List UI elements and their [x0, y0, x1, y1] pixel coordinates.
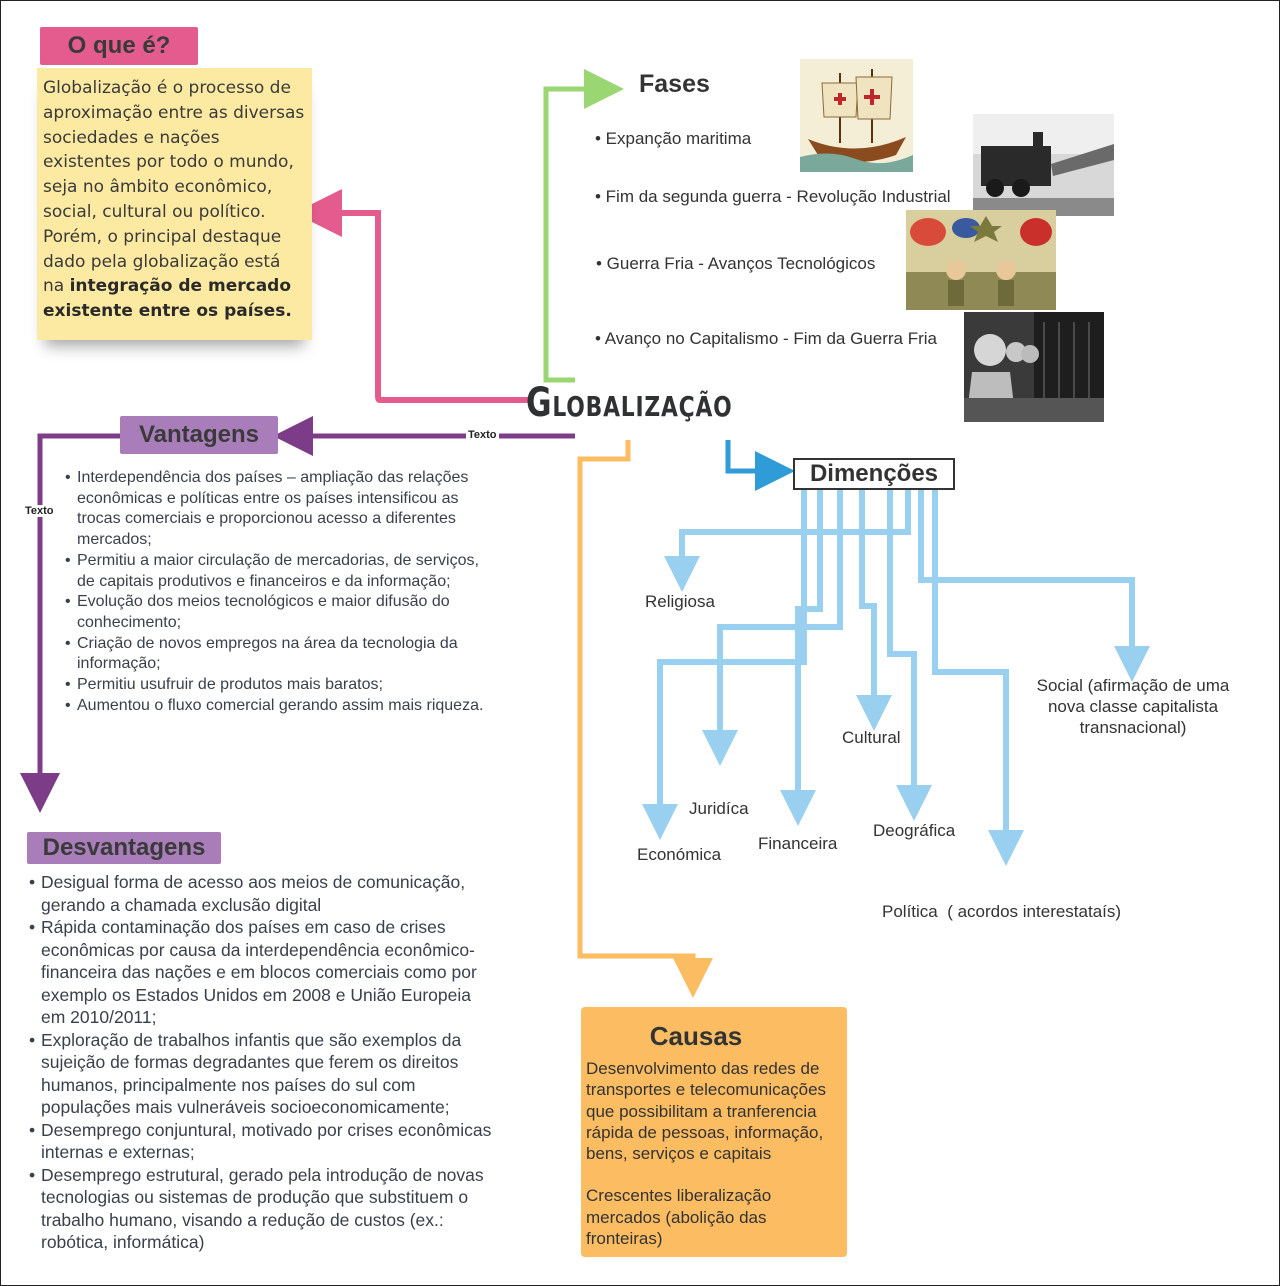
list-item: Exploração de trabalhos infantis que são…: [29, 1029, 499, 1119]
operators-image: [964, 312, 1104, 422]
list-item: Criação de novos empregos na área da tec…: [65, 634, 485, 675]
causas-box: Causas Desenvolvimento das redes de tran…: [581, 1007, 847, 1257]
caravel-image: [800, 59, 913, 172]
list-item: Interdependência dos países – ampliação …: [65, 468, 485, 551]
branch-religiosa: [664, 487, 911, 592]
fase-item-2: • Fim da segunda guerra - Revolução Indu…: [595, 187, 951, 206]
connector-dimensoes: [725, 440, 795, 491]
cold-war-image: [906, 210, 1056, 310]
branch-cultural: [856, 487, 892, 731]
list-item: Desemprego conjuntural, motivado por cri…: [29, 1119, 499, 1164]
list-item: Rápida contaminação dos países em caso d…: [29, 916, 499, 1029]
connector-fases: [543, 69, 624, 383]
branch-deografica: [887, 487, 932, 821]
connector-causas: [577, 440, 713, 998]
connector-desvantagens: [20, 433, 120, 813]
fases-title[interactable]: Fases: [639, 70, 710, 98]
branch-juridica: [702, 487, 843, 766]
vantagens-tag[interactable]: Vantagens: [120, 416, 278, 454]
dim-cultural: Cultural: [842, 728, 901, 747]
list-item: Permitiu usufruir de produtos mais barat…: [65, 675, 485, 696]
oque-note: Globalização é o processo de aproximação…: [37, 68, 312, 340]
fase-item-1: • Expanção maritima: [595, 129, 752, 148]
desvantagens-list: Desigual forma de acesso aos meios de co…: [29, 871, 499, 1254]
fase-item-3: • Guerra Fria - Avanços Tecnológicos: [596, 254, 876, 273]
causas-paragraph-1: Desenvolvimento das redes de transportes…: [586, 1059, 827, 1164]
dim-social: Social (afirmação de uma nova classe cap…: [1036, 676, 1230, 737]
dim-deografica: Deográfica: [873, 821, 956, 840]
branch-politica: [932, 487, 1024, 866]
fase-item-4: • Avanço no Capitalismo - Fim da Guerra …: [595, 329, 937, 348]
connector-oque: [294, 189, 528, 403]
oque-tag[interactable]: O que é?: [40, 27, 198, 65]
connector-label-desvantagens: Texto: [23, 505, 56, 517]
desvantagens-tag[interactable]: Desvantagens: [27, 832, 221, 864]
dimensoes-box[interactable]: Dimenções: [793, 458, 955, 490]
connector-label-vantagens: Texto: [466, 429, 499, 441]
train-image: [973, 114, 1114, 216]
list-item: Evolução dos meios tecnológicos e maior …: [65, 592, 485, 633]
dim-politica: Política ( acordos interestataís): [882, 902, 1122, 921]
vantagens-list: Interdependência dos países – ampliação …: [65, 468, 485, 716]
list-item: Desigual forma de acesso aos meios de co…: [29, 871, 499, 916]
list-item: Permitiu a maior circulação de mercadori…: [65, 551, 485, 592]
branch-economica: [642, 487, 807, 840]
causas-title[interactable]: Causas: [649, 1021, 743, 1051]
oque-text: Globalização é o processo de aproximação…: [43, 78, 305, 297]
list-item: Aumentou o fluxo comercial gerando assim…: [65, 696, 485, 717]
dimension-branches: [642, 487, 1150, 866]
central-title[interactable]: Globalização: [526, 380, 733, 426]
dim-juridica: Juridíca: [689, 799, 749, 818]
oque-text-bold: integração de mercado existente entre os…: [43, 276, 292, 322]
causas-text: Desenvolvimento das redes de transportes…: [586, 1058, 844, 1249]
branch-financeira: [780, 487, 823, 826]
dim-financeira: Financeira: [758, 834, 838, 853]
list-item: Desemprego estrutural, gerado pela intro…: [29, 1164, 499, 1254]
branch-social: [918, 487, 1150, 682]
dim-religiosa: Religiosa: [645, 592, 715, 611]
causas-paragraph-2: Crescentes liberalização mercados (aboli…: [586, 1186, 772, 1249]
dim-economica: Económica: [637, 845, 722, 864]
